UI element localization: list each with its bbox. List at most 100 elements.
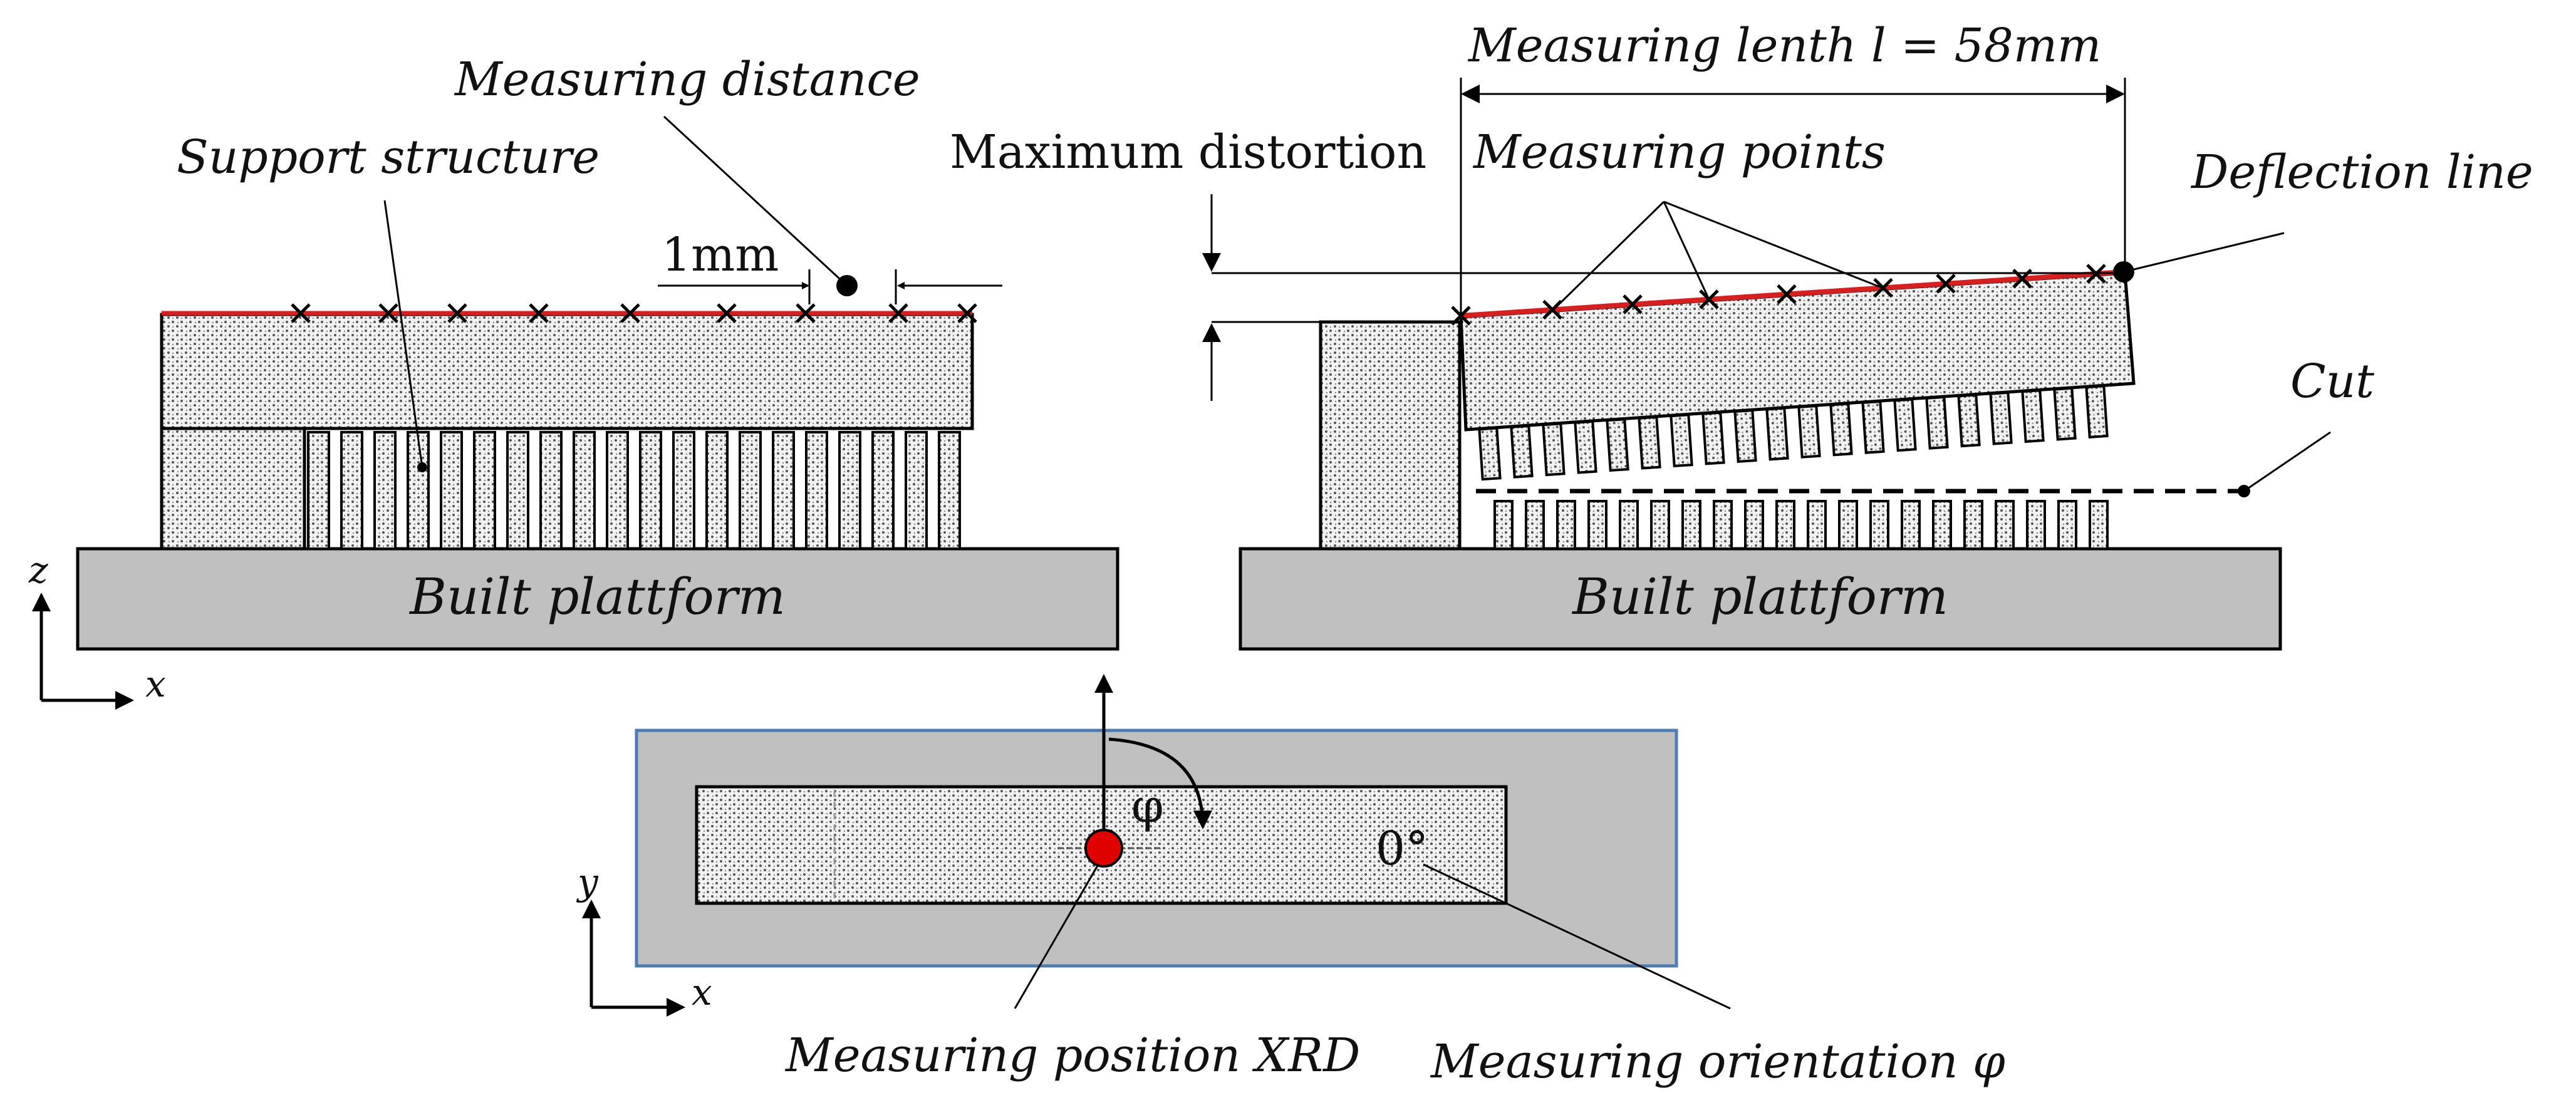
support-strut-lower [1869, 500, 1889, 550]
phi-label: φ [1131, 779, 1164, 833]
left-panel: Built plattform Measuring distance 1mm S… [28, 53, 1119, 710]
support-strut [506, 431, 529, 550]
support-strut [805, 431, 828, 550]
measuring-orientation-label: Measuring orientation φ [1430, 1035, 2005, 1089]
support-strut-lower [1901, 500, 1921, 550]
measuring-point-cross [378, 303, 398, 323]
measuring-point-cross [447, 303, 467, 323]
deflection-line-leader [2123, 232, 2285, 273]
measuring-point-cross [1623, 294, 1643, 314]
support-strut [307, 431, 330, 550]
built-platform-left [76, 547, 1119, 651]
measuring-point-cross [291, 303, 311, 323]
support-strut-upper [2053, 386, 2077, 441]
measuring-points-leader-2 [1663, 201, 1710, 300]
support-strut-upper [1670, 413, 1693, 468]
z-axis-label: z [28, 549, 48, 591]
measuring-point-cross [796, 303, 816, 323]
support-strut-lower [1619, 500, 1639, 550]
measuring-point-cross [1777, 284, 1797, 304]
support-strut-lower [1713, 500, 1733, 550]
support-strut-upper [1542, 422, 1566, 477]
support-structure-dot [417, 462, 427, 472]
support-strut-upper [1510, 424, 1534, 479]
y-axis-label: y [576, 861, 599, 903]
cut-leader [2243, 431, 2331, 492]
support-strut-lower [1493, 500, 1514, 550]
support-comb-left [307, 431, 961, 550]
support-strut [606, 431, 629, 550]
support-strut-upper [1861, 400, 1885, 454]
built-platform-right [1239, 547, 2282, 651]
sample-top-block-left [160, 313, 974, 430]
support-strut [373, 431, 397, 550]
measuring-points-leader-3 [1663, 200, 1884, 289]
measuring-position-xrd-label: Measuring position XRD [784, 1029, 1360, 1082]
support-strut-upper [1765, 407, 1789, 461]
support-strut-upper [1638, 415, 1661, 470]
built-platform-left-label: Built plattform [408, 568, 786, 626]
measuring-points-label: Measuring points [1472, 125, 1886, 179]
support-strut-lower [1963, 500, 1983, 550]
support-strut [473, 431, 496, 550]
support-strut [407, 431, 430, 550]
measuring-point-cross [957, 303, 977, 323]
support-strut [838, 431, 861, 550]
support-strut-lower [2057, 500, 2077, 550]
support-strut-upper [1478, 427, 1502, 481]
support-comb-right-lower [1493, 500, 2109, 550]
base-block-right [1319, 320, 1462, 551]
support-strut-lower [1744, 500, 1764, 550]
support-strut [573, 431, 596, 550]
support-strut [539, 431, 563, 550]
bottom-panel: φ Measuring position XRD 0° Measuring or… [576, 674, 2005, 1089]
support-comb-right-upper [1478, 385, 2109, 481]
support-strut [938, 431, 961, 550]
support-strut-lower [1525, 500, 1545, 550]
support-strut [772, 431, 795, 550]
support-strut-lower [1838, 500, 1858, 550]
support-strut [871, 431, 895, 550]
measuring-distance-label: Measuring distance [454, 53, 920, 106]
support-structure-label: Support structure [177, 130, 600, 184]
support-strut [440, 431, 463, 550]
right-panel: Built plattform Deflection line Measurin… [950, 19, 2533, 651]
support-strut [672, 431, 695, 550]
support-strut-lower [1775, 500, 1795, 550]
support-strut-upper [1733, 409, 1757, 463]
x-axis-label-left: x [145, 663, 166, 705]
orientation-leader [1423, 863, 1731, 1010]
support-strut [705, 431, 729, 550]
one-mm-label: 1mm [662, 228, 779, 282]
measuring-distance-leader [663, 115, 848, 287]
xrd-measuring-point [1084, 829, 1123, 868]
deflection-line-right [1460, 269, 2126, 318]
support-strut-lower [1807, 500, 1827, 550]
measuring-points-leader-1 [1551, 200, 1665, 312]
support-strut-lower [1556, 500, 1576, 550]
deflection-line-label: Deflection line [2190, 145, 2533, 199]
zero-degree-label: 0° [1376, 822, 1428, 876]
support-strut-lower [1650, 500, 1670, 550]
support-strut-lower [2089, 500, 2109, 550]
support-strut-upper [1925, 395, 1949, 450]
support-strut-upper [1957, 393, 1981, 448]
measuring-points-left [291, 303, 977, 323]
support-strut [739, 431, 762, 550]
built-platform-right-label: Built plattform [1571, 568, 1948, 626]
support-strut-lower [1681, 500, 1701, 550]
xrd-position-leader [1014, 865, 1099, 1009]
support-strut [639, 431, 662, 550]
support-strut-upper [1701, 411, 1725, 465]
solid-support-left [160, 427, 306, 551]
cut-label: Cut [2290, 355, 2374, 408]
measuring-point-cross [620, 303, 640, 323]
support-strut-lower [1932, 500, 1952, 550]
phi-rotation-arc [1108, 737, 1212, 829]
measuring-point-cross [529, 303, 549, 323]
support-strut-upper [1989, 391, 2013, 445]
support-structure-leader [383, 200, 423, 468]
support-strut-upper [2021, 389, 2045, 443]
support-strut-lower [1995, 500, 2015, 550]
